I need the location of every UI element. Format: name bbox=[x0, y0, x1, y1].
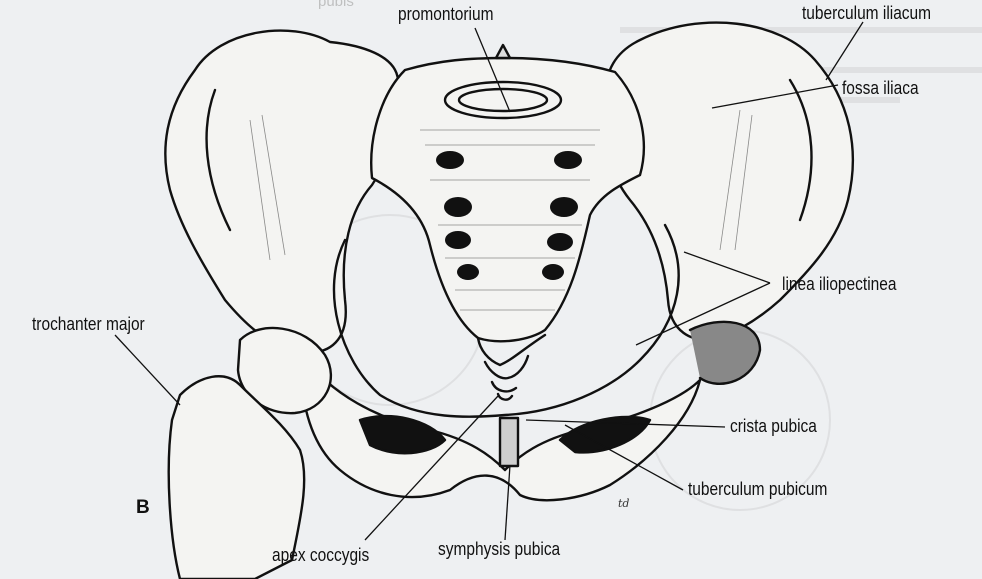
label-symphysis-pubica: symphysis pubica bbox=[438, 540, 560, 558]
coccyx bbox=[478, 335, 545, 400]
sacral-promontory bbox=[445, 82, 561, 118]
label-tuberculum-iliacum: tuberculum iliacum bbox=[802, 4, 931, 22]
pubic-symphysis bbox=[500, 418, 518, 466]
right-acetabulum bbox=[690, 322, 760, 384]
panel-letter: B bbox=[136, 497, 150, 519]
label-promontorium: promontorium bbox=[398, 5, 494, 23]
label-fossa-iliaca: fossa iliaca bbox=[842, 79, 919, 97]
cropped-top-label: pubis bbox=[318, 0, 354, 10]
label-tuberculum-pubicum: tuberculum pubicum bbox=[688, 480, 827, 498]
leader-trochanter-major bbox=[115, 335, 180, 405]
left-ilium bbox=[165, 31, 398, 353]
label-apex-coccygis: apex coccygis bbox=[272, 546, 369, 564]
label-trochanter-major: trochanter major bbox=[32, 315, 145, 333]
artist-mark: td bbox=[618, 497, 629, 510]
label-crista-pubica: crista pubica bbox=[730, 417, 817, 435]
left-obturator-foramen bbox=[360, 416, 445, 453]
label-linea-iliopectinea: linea iliopectinea bbox=[782, 275, 896, 293]
